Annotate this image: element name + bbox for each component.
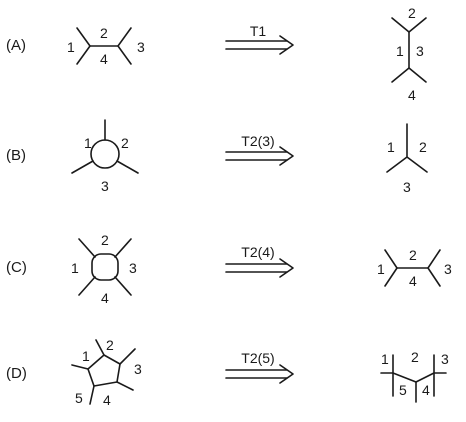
region-label: 1: [381, 351, 389, 367]
region-label: 2: [100, 25, 108, 41]
region-label: 4: [100, 51, 108, 67]
region-label: 1: [71, 260, 79, 276]
region-label: 4: [408, 87, 416, 103]
triangular-cell: [90, 139, 120, 169]
row-label: (A): [6, 37, 26, 54]
region-label: 1: [396, 43, 404, 59]
outer-edges: [71, 339, 136, 405]
row-label: (C): [6, 259, 27, 276]
region-label: 3: [416, 43, 424, 59]
region-label: 1: [67, 39, 75, 55]
pentagonal-cell: [87, 354, 121, 387]
right-graph: 1 2 3: [386, 123, 428, 195]
operation-label: T2(4): [241, 244, 274, 260]
region-label: 3: [134, 361, 142, 377]
branch-edges: [392, 354, 435, 403]
region-label: 5: [75, 390, 83, 406]
region-label: 4: [422, 382, 430, 398]
region-label: 1: [377, 261, 385, 277]
double-arrow-shaft: [225, 151, 288, 161]
left-graph: 2 1 3 4: [71, 232, 137, 306]
region-label: 2: [411, 349, 419, 365]
double-arrow-head: [279, 364, 294, 384]
outer-edges: [78, 238, 132, 296]
top-vertex-edges: [391, 17, 427, 33]
region-label: 1: [82, 348, 90, 364]
row-label: (B): [6, 147, 26, 164]
region-label: 2: [408, 5, 416, 21]
double-arrow-head: [279, 258, 294, 278]
region-label: 2: [106, 337, 114, 353]
central-path: [380, 372, 447, 383]
region-label: 1: [84, 135, 92, 151]
right-graph: 1 2 3 5 4: [380, 349, 449, 403]
operation-label: T1: [250, 23, 267, 39]
region-label: 2: [419, 139, 427, 155]
right-graph: 1 2 4 3: [377, 247, 452, 289]
region-label: 5: [399, 382, 407, 398]
left-vertex-edges: [76, 27, 91, 65]
double-arrow-shaft: [225, 263, 288, 273]
right-vertex-edges: [427, 249, 441, 287]
region-label: 3: [129, 260, 137, 276]
outer-edges: [71, 119, 139, 174]
region-label: 3: [441, 351, 449, 367]
region-label: 4: [101, 290, 109, 306]
row-a: (A) 1 2 4 3 T1 2 1 3 4: [6, 5, 427, 103]
star-vertex-edges: [386, 123, 428, 173]
row-d: (D) 1 2 3 5 4 T2(5) 1 2 3 5 4: [6, 337, 449, 408]
region-label: 3: [101, 178, 109, 194]
region-label: 1: [387, 139, 395, 155]
left-graph: 1 2 4 3: [67, 25, 145, 67]
region-label: 2: [409, 247, 417, 263]
right-vertex-edges: [117, 27, 132, 65]
region-label: 3: [444, 261, 452, 277]
row-b: (B) 1 2 3 T2(3) 1 2 3: [6, 119, 428, 195]
region-label: 3: [403, 179, 411, 195]
double-arrow-shaft: [225, 40, 288, 50]
transition-arrow: T2(4): [225, 244, 294, 278]
bottom-vertex-edges: [391, 67, 427, 83]
row-c: (C) 2 1 3 4 T2(4) 1 2 4 3: [6, 232, 452, 306]
left-graph: 1 2 3 5 4: [71, 337, 142, 408]
left-vertex-edges: [384, 249, 398, 287]
transition-arrow: T2(3): [225, 133, 294, 166]
right-graph: 2 1 3 4: [391, 5, 427, 103]
region-label: 2: [121, 135, 129, 151]
region-label: 4: [103, 392, 111, 408]
region-label: 3: [137, 39, 145, 55]
double-arrow-head: [279, 35, 294, 55]
double-arrow-shaft: [225, 369, 288, 379]
left-graph: 1 2 3: [71, 119, 139, 194]
operation-label: T2(3): [241, 133, 274, 149]
region-label: 2: [101, 232, 109, 248]
transition-arrow: T2(5): [225, 350, 294, 384]
region-label: 4: [409, 273, 417, 289]
row-label: (D): [6, 365, 27, 382]
square-cell: [91, 253, 119, 281]
operation-label: T2(5): [241, 350, 274, 366]
transition-arrow: T1: [225, 23, 294, 55]
double-arrow-head: [279, 146, 294, 166]
